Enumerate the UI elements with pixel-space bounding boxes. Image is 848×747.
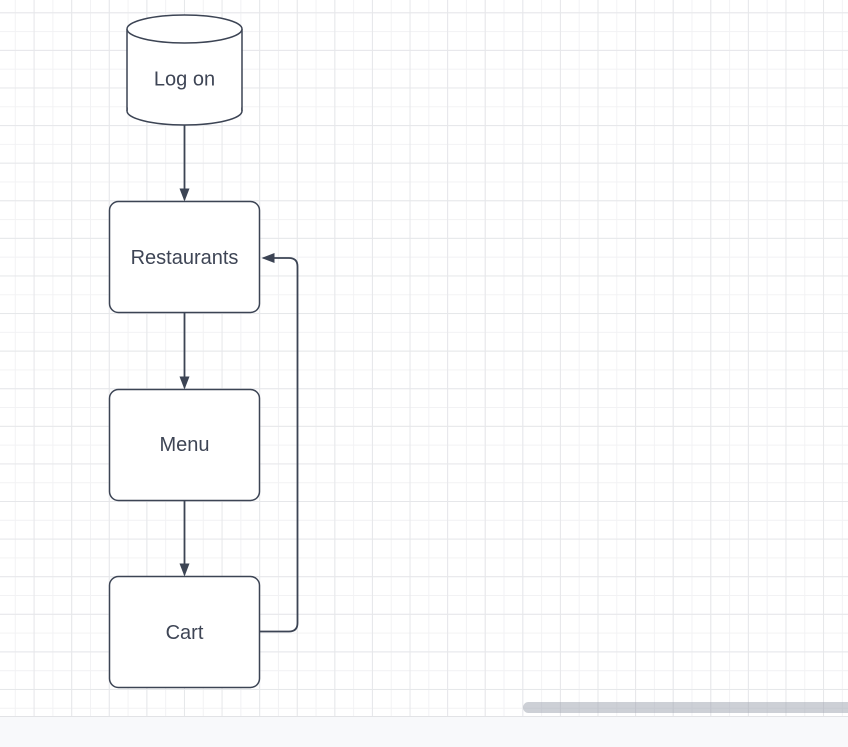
node-label-restaurants: Restaurants xyxy=(131,247,239,269)
horizontal-scrollbar-thumb[interactable] xyxy=(523,702,848,713)
node-log-on[interactable]: Log on xyxy=(126,14,243,126)
node-label-cart: Cart xyxy=(166,622,204,644)
bottom-bar xyxy=(0,716,848,747)
node-cart[interactable]: Cart xyxy=(108,575,261,689)
node-menu[interactable]: Menu xyxy=(108,388,261,502)
node-label-log-on: Log on xyxy=(154,69,215,91)
node-restaurants[interactable]: Restaurants xyxy=(108,200,261,314)
diagram-layer: Log on Restaurants Menu Cart xyxy=(108,14,299,689)
edge-cart-to-restaurants[interactable] xyxy=(259,253,299,633)
node-label-menu: Menu xyxy=(159,434,209,456)
